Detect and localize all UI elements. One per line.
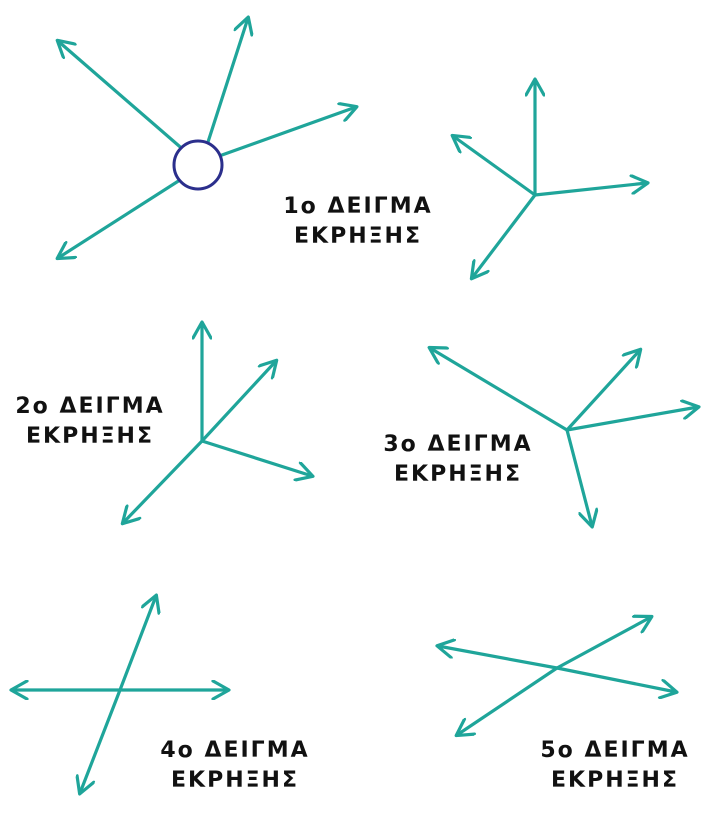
sample-5-arrow-right bbox=[555, 666, 676, 692]
sample-1b-arrows bbox=[453, 80, 647, 278]
sample-2-subtitle: ΕΚΡΗΞΗΣ bbox=[26, 424, 154, 449]
sample-3-subtitle: ΕΚΡΗΞΗΣ bbox=[394, 462, 522, 487]
sample-2-arrow-right bbox=[200, 439, 312, 476]
sample-2-title: 2ο ΔΕΙΓΜΑ bbox=[15, 394, 165, 419]
sample-4-label: 4ο ΔΕΙΓΜΑ ΕΚΡΗΞΗΣ bbox=[140, 736, 330, 796]
sample-2-arrows bbox=[123, 323, 312, 523]
sample-3-arrow-right bbox=[565, 407, 698, 432]
sample-1-subtitle: ΕΚΡΗΞΗΣ bbox=[294, 224, 422, 249]
sample-1-center-node bbox=[172, 139, 224, 191]
sample-4-subtitle: ΕΚΡΗΞΗΣ bbox=[171, 768, 299, 793]
sample-5-title: 5ο ΔΕΙΓΜΑ bbox=[540, 738, 690, 763]
sample-1-arrow-right bbox=[220, 107, 356, 157]
sample-1-arrows bbox=[58, 18, 356, 258]
sample-3-arrow-down bbox=[565, 428, 592, 526]
sample-4-arrows bbox=[12, 596, 228, 793]
sample-1b-arrow-up-left bbox=[453, 136, 537, 197]
sample-3-arrows bbox=[430, 348, 698, 526]
sample-5-arrow-left bbox=[438, 646, 559, 670]
sample-5-arrows bbox=[438, 617, 676, 735]
sample-2-arrow-down-left bbox=[123, 439, 204, 523]
sample-3-arrow-up-left bbox=[430, 348, 569, 432]
sample-2-label: 2ο ΔΕΙΓΜΑ ΕΚΡΗΞΗΣ bbox=[0, 392, 180, 452]
sample-1-arrow-down-left bbox=[58, 178, 182, 258]
sample-1-arrow-up bbox=[206, 18, 248, 144]
sample-1b-arrow-right bbox=[533, 183, 647, 197]
sample-5-arrow-down-left bbox=[457, 666, 559, 735]
sample-2-arrow-up-right bbox=[200, 361, 276, 443]
sample-3-arrow-up-right bbox=[565, 350, 640, 432]
sample-5-subtitle: ΕΚΡΗΞΗΣ bbox=[551, 768, 679, 793]
sample-1b-arrow-down-left bbox=[472, 193, 537, 278]
sample-5-label: 5ο ΔΕΙΓΜΑ ΕΚΡΗΞΗΣ bbox=[525, 736, 705, 796]
sample-3-label: 3ο ΔΕΙΓΜΑ ΕΚΡΗΞΗΣ bbox=[368, 430, 548, 490]
sample-1-title: 1ο ΔΕΙΓΜΑ bbox=[283, 194, 433, 219]
sample-4-arrow-up bbox=[118, 596, 156, 692]
sample-4-title: 4ο ΔΕΙΓΜΑ bbox=[160, 738, 310, 763]
sample-1-label: 1ο ΔΕΙΓΜΑ ΕΚΡΗΞΗΣ bbox=[268, 192, 448, 252]
sample-4-arrow-down bbox=[80, 688, 122, 793]
sample-5-arrow-up-right bbox=[555, 617, 651, 670]
sample-3-title: 3ο ΔΕΙΓΜΑ bbox=[383, 432, 533, 457]
sample-1-arrow-up-left bbox=[58, 41, 188, 154]
